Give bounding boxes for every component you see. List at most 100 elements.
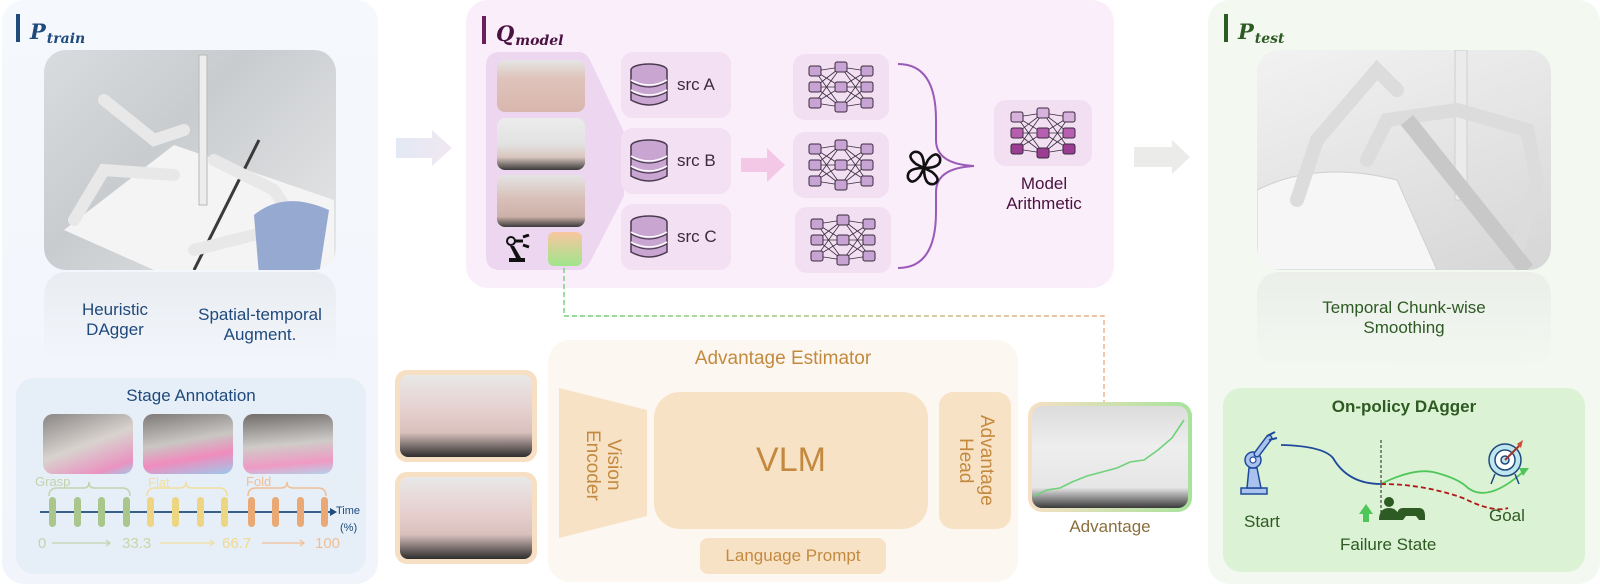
language-prompt-block: Language Prompt bbox=[700, 538, 886, 574]
recovery-trajectory bbox=[1380, 470, 1524, 494]
title-accent-bar bbox=[482, 16, 486, 44]
advantage-head-block bbox=[939, 392, 1011, 529]
source-card-c: src C bbox=[621, 204, 731, 270]
title-main: Q bbox=[496, 21, 515, 46]
time-axis-label: Time bbox=[336, 505, 361, 517]
source-card-b: src B bbox=[621, 128, 731, 194]
network-node bbox=[836, 214, 850, 226]
start-label: Start bbox=[1244, 512, 1280, 531]
network-node bbox=[808, 159, 822, 171]
advantage-estimator-title: Advantage Estimator bbox=[694, 348, 872, 369]
database-icon bbox=[630, 139, 668, 182]
time-axis-unit: (%) bbox=[340, 522, 358, 534]
network-node bbox=[834, 179, 848, 191]
network-node bbox=[836, 234, 850, 246]
network-node bbox=[860, 175, 874, 187]
network-node bbox=[1036, 147, 1050, 159]
camera-view-right-wrist bbox=[497, 175, 585, 227]
advantage-output-label: Advantage bbox=[1069, 517, 1151, 536]
network-node bbox=[860, 159, 874, 171]
failure-state-label: Failure State bbox=[1340, 535, 1437, 554]
model-merge-pinwheel-icon bbox=[906, 150, 942, 186]
grasp-brace bbox=[48, 481, 131, 497]
robot-arm-start-icon bbox=[1240, 431, 1278, 495]
q-model-title: Q model bbox=[482, 16, 563, 48]
camera-view-left-wrist bbox=[497, 118, 585, 170]
input-frame-image bbox=[400, 375, 532, 457]
stage-annotation-title: Stage Annotation bbox=[126, 386, 256, 405]
network-node bbox=[1010, 111, 1024, 123]
fold-tick bbox=[321, 497, 328, 527]
input-frame-1 bbox=[395, 370, 537, 462]
time-axis-arrowhead bbox=[330, 508, 337, 516]
source-label: src B bbox=[677, 151, 716, 170]
network-node bbox=[860, 81, 874, 93]
milestone-66: 66.7 bbox=[222, 535, 252, 552]
flow-arrow-train-to-model bbox=[396, 130, 452, 166]
network-node bbox=[810, 250, 824, 262]
grasp-tick bbox=[74, 497, 81, 527]
label-line: Arithmetic bbox=[1006, 194, 1082, 214]
failure-up-arrow-icon bbox=[1359, 504, 1373, 522]
robot-arm-icon bbox=[506, 234, 530, 262]
title-main: P bbox=[30, 19, 46, 44]
title-accent-bar bbox=[16, 14, 20, 42]
fold-stage-thumbnail bbox=[243, 414, 333, 474]
fold-tick bbox=[272, 497, 279, 527]
vision-encoder-label: Vision Encoder bbox=[582, 429, 624, 501]
network-node bbox=[810, 234, 824, 246]
network-node bbox=[862, 234, 876, 246]
network-node bbox=[862, 250, 876, 262]
network-node bbox=[1062, 127, 1076, 139]
database-icon bbox=[630, 215, 668, 258]
milestone-100: 100 bbox=[315, 535, 341, 552]
camera-view-top bbox=[497, 60, 585, 112]
network-node bbox=[808, 175, 822, 187]
title-subscript: train bbox=[46, 31, 86, 47]
milestone-33: 33.3 bbox=[122, 535, 152, 552]
title-subscript: test bbox=[1254, 31, 1285, 47]
neural-network-icons bbox=[808, 61, 1076, 266]
source-label: src C bbox=[677, 227, 717, 246]
p-train-title: P train bbox=[16, 14, 85, 46]
stage-label-flat: Flat bbox=[148, 475, 170, 490]
network-node bbox=[808, 97, 822, 109]
network-node bbox=[808, 65, 822, 77]
flat-stage-thumbnail bbox=[143, 414, 233, 474]
merge-brace bbox=[897, 63, 975, 269]
title-accent-bar bbox=[1224, 14, 1228, 42]
dual-arm-robot-photo bbox=[44, 50, 336, 270]
milestone-0: 0 bbox=[38, 535, 47, 552]
advantage-output-frame bbox=[1028, 402, 1192, 512]
flat-tick bbox=[197, 497, 204, 527]
fold-tick bbox=[297, 497, 304, 527]
label-line: Temporal Chunk-wise bbox=[1322, 298, 1486, 317]
label-line: Model bbox=[1020, 174, 1068, 193]
network-node bbox=[834, 159, 848, 171]
heuristic-dagger-label: Heuristic DAgger bbox=[60, 300, 170, 341]
grasp-tick bbox=[98, 497, 105, 527]
label-line: DAgger bbox=[86, 320, 144, 340]
network-node bbox=[1010, 143, 1024, 155]
network-node bbox=[808, 143, 822, 155]
network-node bbox=[834, 61, 848, 73]
stage-annotation-box bbox=[16, 378, 366, 574]
photo-reflection bbox=[44, 272, 336, 367]
flat-tick bbox=[221, 497, 228, 527]
title-main: P bbox=[1238, 19, 1254, 44]
temporal-smoothing-label: Temporal Chunk-wise Smoothing bbox=[1257, 298, 1551, 339]
spatial-temporal-augment-label: Spatial-temporal Augment. bbox=[180, 305, 340, 346]
advantage-head-label: Advantage Head bbox=[955, 415, 997, 506]
network-node bbox=[834, 81, 848, 93]
network-node bbox=[834, 101, 848, 113]
test-robot-illustration bbox=[1257, 50, 1545, 270]
neural-network-icon bbox=[810, 214, 876, 266]
network-node bbox=[834, 139, 848, 151]
network-node bbox=[860, 65, 874, 77]
p-test-title: P test bbox=[1224, 14, 1285, 46]
on-policy-dagger-box bbox=[1223, 388, 1585, 572]
train-arrow bbox=[741, 148, 785, 182]
label-line: Spatial-temporal bbox=[198, 305, 322, 324]
goal-target-icon bbox=[1488, 440, 1523, 485]
